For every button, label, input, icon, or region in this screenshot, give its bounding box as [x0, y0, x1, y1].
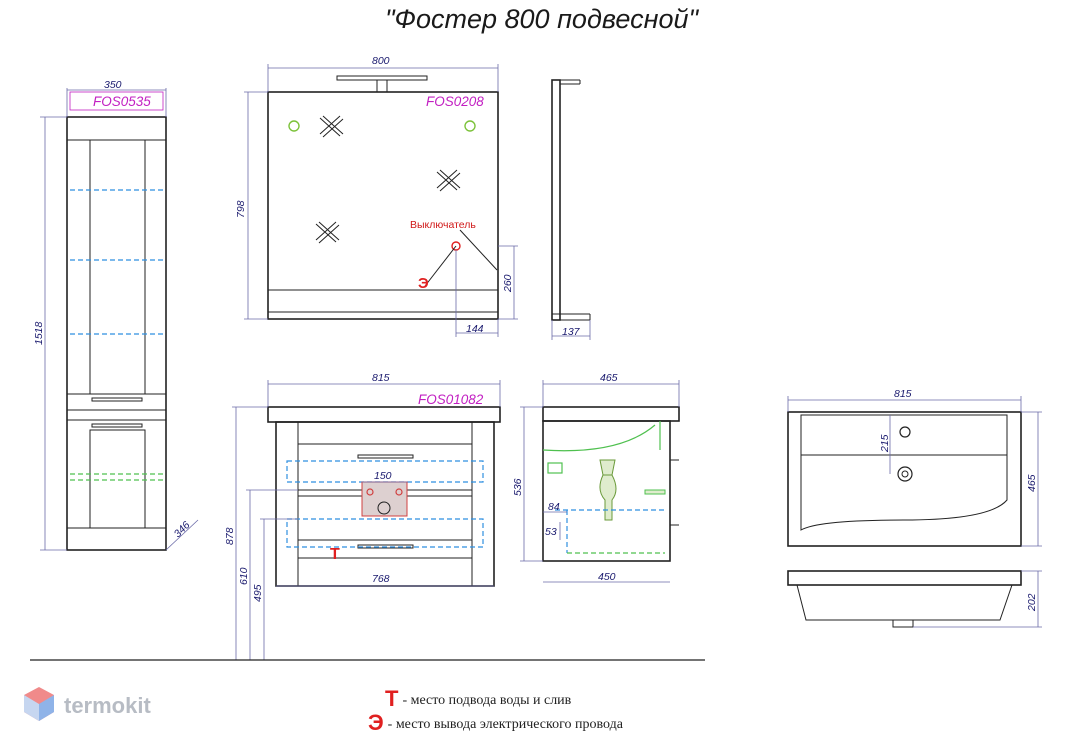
dim-side-bottom: 450: [598, 571, 616, 583]
hexagon-cube-icon: [24, 687, 54, 721]
legend-water: Т- место подвода воды и слив: [385, 686, 571, 712]
dim-side-84: 84: [548, 501, 560, 513]
mirror-mount-right: [464, 120, 476, 132]
legend-water-text: - место подвода воды и слив: [402, 693, 572, 708]
legend-electric: Э- место вывода электрического провода: [368, 710, 623, 736]
dim-mirror-width: 800: [372, 55, 390, 67]
dim-vanity-h-495: 495: [252, 584, 264, 602]
logo-text: termokit: [64, 693, 151, 718]
drain-hole: [897, 466, 913, 482]
drawer-handle-top: [357, 454, 414, 459]
dim-side-top: 465: [600, 372, 618, 384]
mirror-cabinet: Выключатель Э: [267, 75, 499, 320]
electric-marker: Э: [418, 275, 429, 292]
sink-side-view: [787, 570, 1022, 628]
dim-vanity-pipe-w: 150: [374, 470, 392, 482]
legend-electric-text: - место вывода электрического провода: [387, 717, 623, 732]
dim-mirror-switch-h: 260: [502, 274, 514, 293]
switch-label: Выключатель: [410, 219, 476, 231]
plumbing-zone: [361, 481, 408, 517]
page-title: "Фостер 800 подвесной": [384, 4, 699, 34]
dim-vanity-h-total: 878: [224, 527, 236, 545]
code-mirror: FOS0208: [426, 94, 484, 109]
code-vanity: FOS01082: [418, 392, 484, 407]
dim-sink-hole: 215: [879, 434, 891, 453]
faucet-hole: [899, 426, 911, 438]
code-column: FOS0535: [93, 94, 151, 109]
column-cabinet: [66, 116, 167, 551]
dim-mirror-switch-w: 144: [466, 323, 484, 335]
dim-vanity-top: 815: [372, 372, 390, 384]
dim-sink-height: 202: [1026, 593, 1038, 612]
dim-sink-depth: 465: [1026, 474, 1038, 492]
water-marker: Т: [330, 546, 340, 563]
mirror-side-view: [551, 79, 591, 321]
dim-vanity-h-610: 610: [238, 567, 250, 585]
legend-water-symbol: Т: [385, 686, 399, 711]
mirror-outline: [267, 91, 499, 320]
mirror-lamp: [336, 75, 428, 81]
sink-top-view: [787, 411, 1022, 547]
dim-col-width: 350: [104, 79, 122, 91]
dim-mirror-height: 798: [235, 200, 247, 218]
vanity-side-view: [542, 406, 680, 562]
dim-col-depth: 346: [172, 519, 193, 540]
dim-side-53: 53: [545, 526, 557, 538]
mirror-mount-left: [288, 120, 300, 132]
dim-col-height: 1518: [33, 321, 45, 345]
dim-vanity-inner: 768: [372, 573, 390, 585]
sink-outline: [787, 411, 1022, 547]
column-outline: [66, 116, 167, 551]
vanity-front-view: Т: [267, 406, 501, 587]
dim-side-height: 536: [512, 478, 524, 496]
dim-mirror-depth: 137: [562, 326, 581, 338]
dim-sink-width: 815: [894, 388, 912, 400]
brand-logo: termokit: [26, 688, 151, 724]
vanity-top: [267, 406, 501, 423]
legend-electric-symbol: Э: [368, 710, 384, 735]
